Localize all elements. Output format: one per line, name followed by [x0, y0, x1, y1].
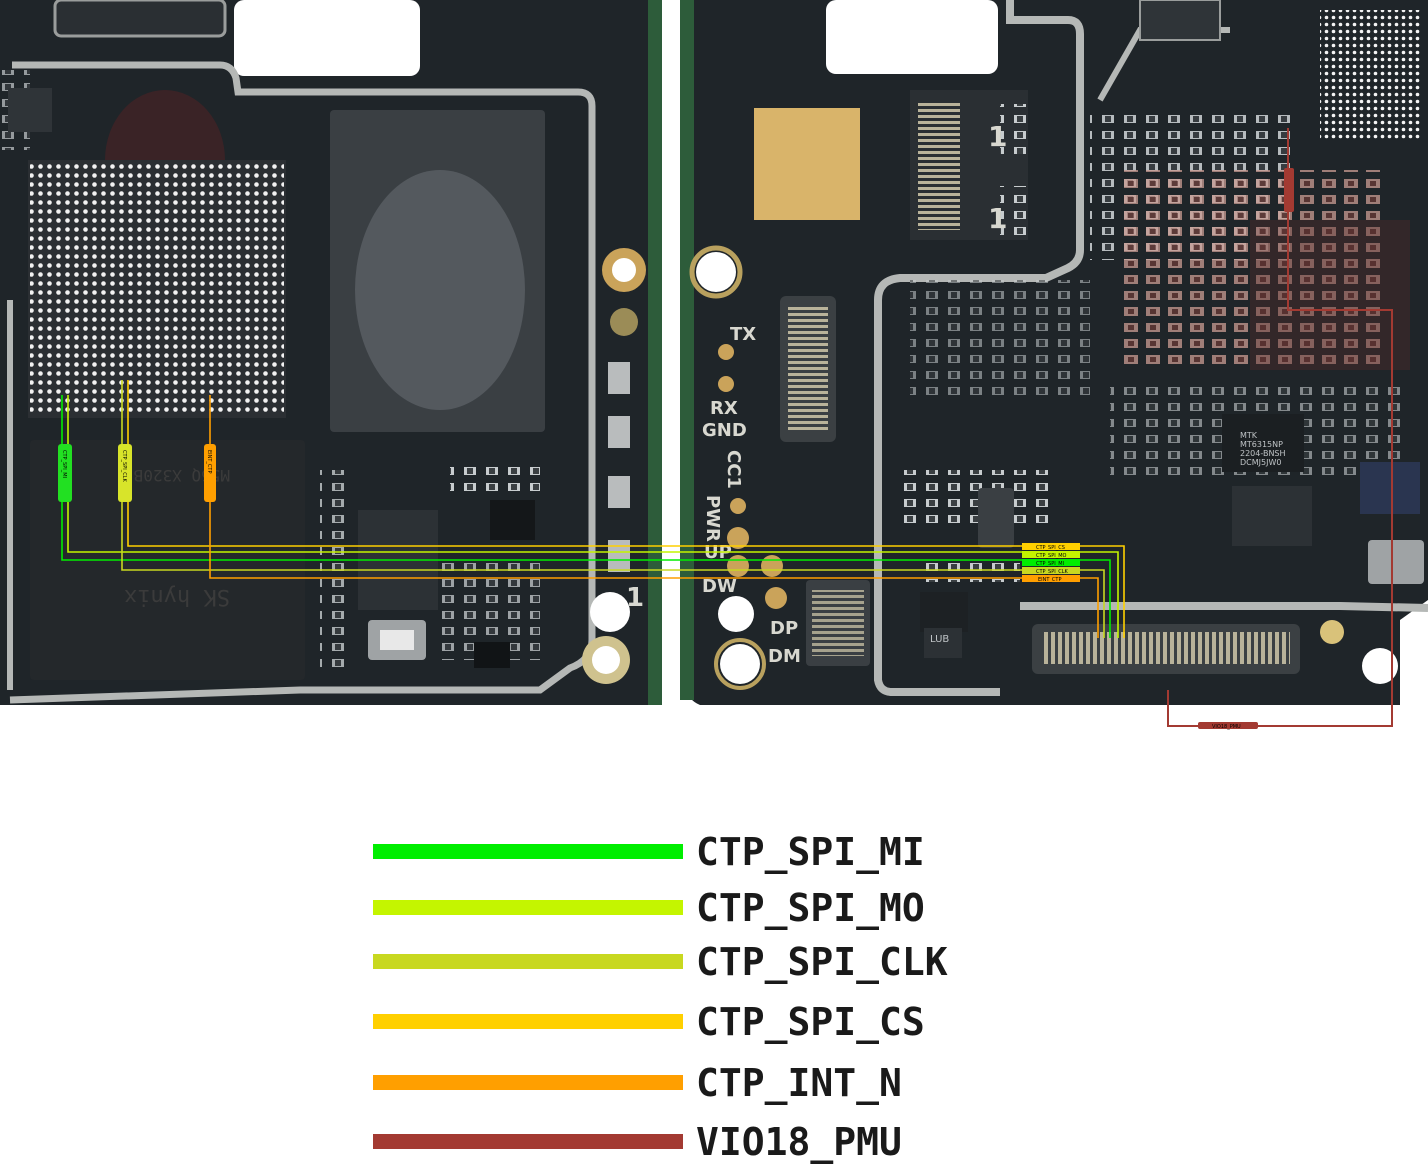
right-pad-labels: CTP_SPI_CS CTP_SPI_MO CTP_SPI_MI CTP_SPI…: [1022, 168, 1294, 730]
legend-label-1: CTP_SPI_MI: [696, 830, 925, 874]
legend-swatch-6: [373, 1134, 683, 1149]
left-probe-mi: CTP_SPI_MI: [61, 450, 67, 478]
pin-one-mark-top: 1: [988, 120, 1007, 153]
legend-label-2: CTP_SPI_MO: [696, 886, 925, 930]
vio-pad-label: VIO18_PMU: [1212, 724, 1241, 730]
pad-label-mi: CTP_SPI_MI: [1036, 561, 1064, 567]
left-probe-int: EINT_CTP: [206, 450, 212, 474]
legend-label-4: CTP_SPI_CS: [696, 1000, 925, 1044]
legend-label-3: CTP_SPI_CLK: [696, 940, 948, 984]
legend-label-5: CTP_INT_N: [696, 1061, 902, 1105]
pin-one-mark-mid: 1: [988, 202, 1007, 235]
pmic-marking-4: DCMJ5JW0: [1240, 458, 1281, 467]
gold-contact-pad: [754, 108, 860, 220]
right-board: 1 1 TX RX GND CC1 PWR UP DW DP DM: [680, 0, 1428, 705]
memory-chip-marking-2: SK hynix: [124, 584, 230, 609]
small-ic-marking: LUB: [930, 634, 949, 645]
silk-dp: DP: [770, 618, 798, 639]
pad-label-mo: CTP_SPI_MO: [1036, 553, 1067, 559]
pmic-chip: [1222, 414, 1304, 472]
legend-swatch-5: [373, 1075, 683, 1090]
left-board: M56Q X320B SK hynix 1: [0, 0, 662, 705]
legend-swatch-2: [373, 900, 683, 915]
silk-pwr: PWR: [702, 495, 723, 542]
left-probe-clk: CTP_SPI_CLK: [121, 450, 127, 483]
legend-swatch-4: [373, 1014, 683, 1029]
silk-cc1: CC1: [723, 450, 744, 489]
legend-swatch-3: [373, 954, 683, 969]
silk-dm: DM: [768, 646, 801, 667]
pmic-marking-3: 2204-BNSH: [1240, 449, 1286, 458]
pmic-marking-1: MTK: [1240, 431, 1258, 440]
silk-dw: DW: [702, 576, 737, 597]
pmic-marking-2: MT6315NP: [1240, 440, 1283, 449]
left-probes: CTP_SPI_MI CTP_SPI_CLK EINT_CTP: [58, 444, 216, 502]
pin-one-mark-left: 1: [626, 583, 644, 613]
pad-label-cs: CTP_SPI_CS: [1036, 545, 1065, 551]
pad-label-int: EINT_CTP: [1038, 577, 1062, 583]
silk-tx: TX: [730, 324, 756, 345]
silk-gnd: GND: [702, 420, 747, 441]
legend-label-6: VIO18_PMU: [696, 1120, 902, 1164]
legend-swatch-1: [373, 844, 683, 859]
pad-label-clk: CTP_SPI_CLK: [1036, 569, 1069, 575]
legend: CTP_SPI_MI CTP_SPI_MO CTP_SPI_CLK CTP_SPI_C…: [373, 830, 948, 1164]
silk-rx: RX: [710, 398, 738, 419]
